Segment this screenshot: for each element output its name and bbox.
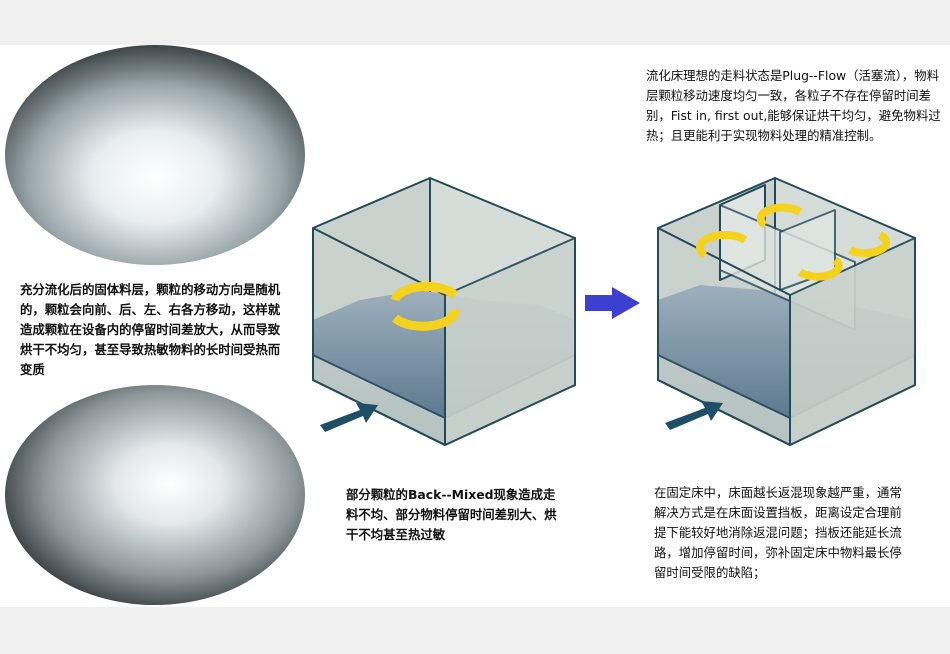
baffled-box [657,177,916,446]
process-arrow-icon [585,287,640,319]
baffle-description: 在固定床中，床面越长返混现象越严重，通常解决方式是在床面设置挡板，距离设定合理前… [654,485,902,580]
back-mixed-description: 部分颗粒的Back--Mixed现象造成走料不均、部分物料停留时间差别大、烘干不… [346,487,557,542]
inlet-arrow-icon [320,403,378,432]
flow-path-arrows [696,203,891,281]
plug-flow-description: 流化床理想的走料状态是Plug--Flow（活塞流），物料层颗粒移动速度均匀一致… [646,68,941,143]
inlet-arrow-icon [665,401,723,430]
fluidized-bed-photo-bottom [5,385,305,605]
circular-flow-icon [390,281,460,331]
back-mixed-box [312,177,576,446]
fluidized-layer-description: 充分流化后的固体料层，颗粒的移动方向是随机的，颗粒会向前、后、左、右各方移动，这… [20,282,281,377]
fluidized-bed-photo-top [5,45,305,265]
